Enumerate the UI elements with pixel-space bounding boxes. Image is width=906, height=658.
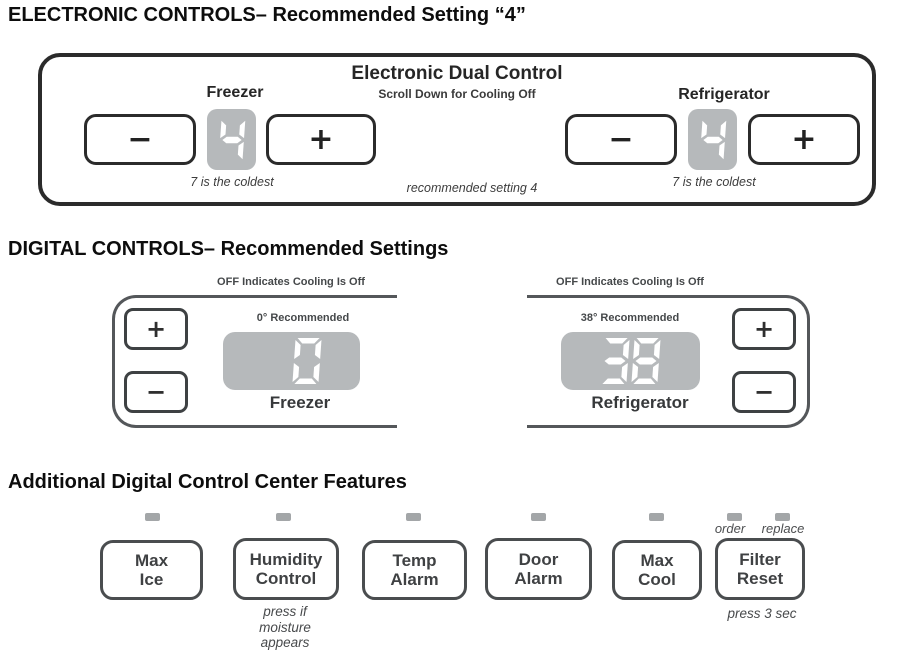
panel-title: Electronic Dual Control bbox=[351, 63, 563, 84]
max-ice-button[interactable]: Max Ice bbox=[100, 540, 203, 600]
filter-reset-note: press 3 sec bbox=[727, 606, 797, 621]
electronic-dual-control-panel: Electronic Dual Control Scroll Down for … bbox=[38, 53, 876, 206]
freezer-coldest-note: 7 is the coldest bbox=[190, 175, 274, 189]
freezer-minus-button[interactable]: − bbox=[84, 114, 196, 165]
freezer-setting-value bbox=[217, 118, 246, 162]
filter-reset-button[interactable]: Filter Reset bbox=[715, 538, 805, 600]
freezer-digital-label: Freezer bbox=[269, 393, 331, 412]
freezer-temp-value bbox=[291, 337, 322, 385]
temp-alarm-button[interactable]: Temp Alarm bbox=[362, 540, 467, 600]
freezer-setting-display bbox=[207, 109, 256, 170]
door-alarm-button[interactable]: Door Alarm bbox=[485, 538, 592, 600]
refrigerator-digital-minus-button[interactable]: − bbox=[732, 371, 796, 413]
refrigerator-setting-value bbox=[698, 118, 727, 162]
freezer-plus-button[interactable]: + bbox=[266, 114, 376, 165]
panel-subtitle: Scroll Down for Cooling Off bbox=[378, 87, 536, 101]
filter-replace-indicator-light bbox=[775, 513, 790, 521]
humidity-control-button[interactable]: Humidity Control bbox=[233, 538, 339, 600]
electronic-controls-heading: ELECTRONIC CONTROLS– Recommended Setting… bbox=[8, 4, 526, 26]
digital-controls-heading: DIGITAL CONTROLS– Recommended Settings bbox=[8, 238, 449, 260]
refrigerator-recommended-note: 38° Recommended bbox=[580, 312, 680, 324]
max-cool-button[interactable]: Max Cool bbox=[612, 540, 702, 600]
freezer-temp-display bbox=[223, 332, 360, 390]
refrigerator-plus-button[interactable]: + bbox=[748, 114, 860, 165]
refrigerator-temp-value bbox=[599, 337, 661, 385]
refrigerator-digital-panel: + − 38° Recommended Refrigerator bbox=[527, 295, 810, 428]
filter-replace-label: replace bbox=[761, 521, 805, 536]
refrigerator-zone-label: Refrigerator bbox=[678, 86, 770, 103]
temp-alarm-indicator-light bbox=[406, 513, 421, 521]
freezer-digital-minus-button[interactable]: − bbox=[124, 371, 188, 413]
door-alarm-indicator-light bbox=[531, 513, 546, 521]
refrigerator-off-note: OFF Indicates Cooling Is Off bbox=[556, 276, 704, 288]
freezer-digital-plus-button[interactable]: + bbox=[124, 308, 188, 350]
refrigerator-temp-display bbox=[561, 332, 700, 390]
refrigerator-coldest-note: 7 is the coldest bbox=[672, 175, 756, 189]
additional-features-heading: Additional Digital Control Center Featur… bbox=[8, 471, 407, 493]
max-ice-indicator-light bbox=[145, 513, 160, 521]
refrigerator-digital-label: Refrigerator bbox=[591, 393, 689, 412]
max-cool-indicator-light bbox=[649, 513, 664, 521]
freezer-recommended-note: 0° Recommended bbox=[256, 312, 350, 324]
refrigerator-digital-plus-button[interactable]: + bbox=[732, 308, 796, 350]
humidity-control-indicator-light bbox=[276, 513, 291, 521]
freezer-off-note: OFF Indicates Cooling Is Off bbox=[217, 276, 365, 288]
humidity-control-note: press if moisture appears bbox=[259, 604, 311, 651]
freezer-zone-label: Freezer bbox=[206, 84, 264, 101]
filter-order-indicator-light bbox=[727, 513, 742, 521]
refrigerator-setting-display bbox=[688, 109, 737, 170]
recommended-setting-note: recommended setting 4 bbox=[406, 181, 538, 195]
filter-order-label: order bbox=[714, 521, 746, 536]
refrigerator-minus-button[interactable]: − bbox=[565, 114, 677, 165]
freezer-digital-panel: + − 0° Recommended Freezer bbox=[112, 295, 397, 428]
